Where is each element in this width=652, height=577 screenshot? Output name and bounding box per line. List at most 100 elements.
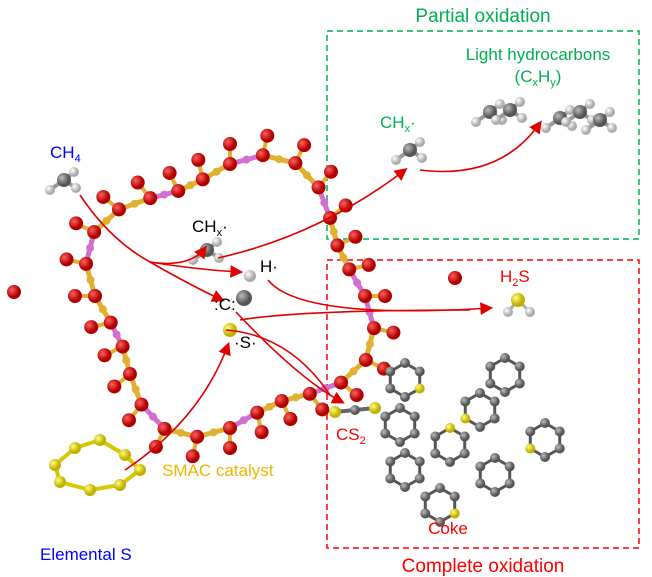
ethane-carbon: [483, 105, 497, 119]
oxygen-atom: [302, 386, 317, 401]
carbon-atom: [540, 418, 550, 428]
smac-catalyst-label: SMAC catalyst: [162, 461, 274, 480]
oxygen-atom: [96, 189, 111, 204]
carbon-atom: [459, 431, 470, 442]
oxygen-atom: [130, 175, 145, 190]
c-radical-label: :C:: [214, 295, 236, 314]
hydrogen-atom: [503, 307, 513, 317]
coke-molecule: [380, 353, 565, 527]
carbon-atom: [485, 378, 496, 389]
framework-node: [212, 167, 221, 176]
framework-node: [186, 181, 195, 190]
carbon-atom: [445, 457, 455, 467]
oxygen-atom: [59, 252, 74, 267]
arrow-to-h: [149, 261, 244, 278]
hydrogen-atom: [585, 99, 595, 109]
sulfur-atom: [460, 413, 471, 424]
oxygen-atom: [223, 421, 237, 435]
oxygen-atom: [97, 348, 112, 363]
framework-node: [130, 199, 139, 208]
s8-sulfur-atom: [119, 449, 131, 461]
ethane-carbon: [503, 103, 517, 117]
light-hydrocarbons-label: Light hydrocarbons: [466, 45, 611, 64]
oxygen-atom: [260, 128, 275, 143]
carbon-atom: [385, 366, 396, 377]
h2s-sulfur: [511, 293, 525, 307]
arrow-s-to-h2s: [239, 309, 471, 321]
hydrogen-atom: [541, 123, 551, 133]
propane-carbon: [593, 113, 607, 127]
framework-node: [102, 216, 111, 225]
carbon-atom: [430, 431, 441, 442]
oxygen-atom: [334, 375, 349, 390]
oxygen-atom: [143, 191, 158, 206]
carbon-atom: [435, 483, 445, 493]
oxygen-atom: [330, 238, 345, 253]
framework-node: [302, 171, 311, 180]
oxygen-atom: [7, 285, 21, 299]
carbon-atom: [400, 482, 410, 492]
oxygen-atom: [315, 402, 330, 417]
hydrogen-atom: [515, 97, 525, 107]
carbon-atom: [475, 461, 486, 472]
carbon-atom: [490, 487, 500, 497]
hydrogen-atom: [581, 125, 591, 135]
ch4-carbon: [57, 173, 71, 187]
chx-radical-green-label: CHx·: [380, 113, 416, 135]
carbon-atom: [400, 392, 410, 402]
carbon-atom: [449, 491, 460, 502]
oxygen-atom: [121, 413, 136, 428]
carbon-atom: [540, 452, 550, 462]
oxygen-atom: [84, 320, 99, 335]
oxygen-atom: [223, 441, 237, 455]
complete-oxidation-title: Complete oxidation: [402, 556, 565, 577]
framework-node: [320, 198, 329, 207]
cxhy-label: (CxHy): [515, 67, 562, 89]
oxygen-atom: [122, 367, 137, 382]
hydrogen-atom: [607, 123, 617, 133]
oxygen-atom: [361, 257, 376, 272]
oxygen-atom: [311, 180, 326, 195]
oxygen-atom: [297, 138, 312, 153]
carbon-atom: [500, 353, 510, 363]
sulfur-atom: [445, 423, 455, 433]
sulfur-atom: [525, 443, 536, 454]
s8-sulfur-atom: [54, 476, 66, 488]
oxygen-atom: [358, 352, 373, 367]
oxygen-atom: [338, 198, 353, 213]
carbon-atom: [385, 383, 396, 394]
oxygen-atom: [162, 165, 177, 180]
text-layer: Partial oxidation Complete oxidation Lig…: [40, 6, 610, 577]
oxygen-atom: [157, 421, 172, 436]
carbon-atom: [395, 403, 405, 413]
smac-framework-ring: [7, 128, 462, 464]
oxygen-atom: [324, 164, 339, 179]
s8-sulfur-atom: [84, 484, 96, 496]
elemental-s-label: Elemental S: [40, 545, 132, 564]
h-radical-label: H·: [260, 257, 278, 276]
hydrogen-atom: [517, 113, 527, 123]
oxygen-atom: [223, 157, 237, 171]
oxygen-atom: [185, 449, 200, 464]
arrow-s-branch: [225, 329, 331, 396]
framework-node: [365, 340, 374, 349]
oxygen-atom: [68, 289, 82, 303]
carbon-atom: [409, 428, 420, 439]
s8-sulfur-atom: [69, 442, 81, 454]
carbon-atom: [435, 517, 445, 527]
arrow-c-to-cs2: [235, 311, 345, 404]
carbon-atom: [385, 473, 396, 484]
framework-node: [349, 367, 358, 376]
carbon-atom: [430, 448, 441, 459]
hydrogen-atom: [491, 115, 501, 125]
s8-sulfur-atom: [94, 434, 106, 446]
arrow-s8-in: [124, 342, 231, 471]
oxygen-atom: [87, 225, 102, 240]
carbon-atom: [475, 388, 485, 398]
carbon-atom: [414, 473, 425, 484]
hydrogen-atom: [417, 153, 427, 163]
oxygen-atom: [342, 262, 357, 277]
hydrogen-atom: [415, 137, 425, 147]
c-radical-atom: [236, 290, 252, 306]
